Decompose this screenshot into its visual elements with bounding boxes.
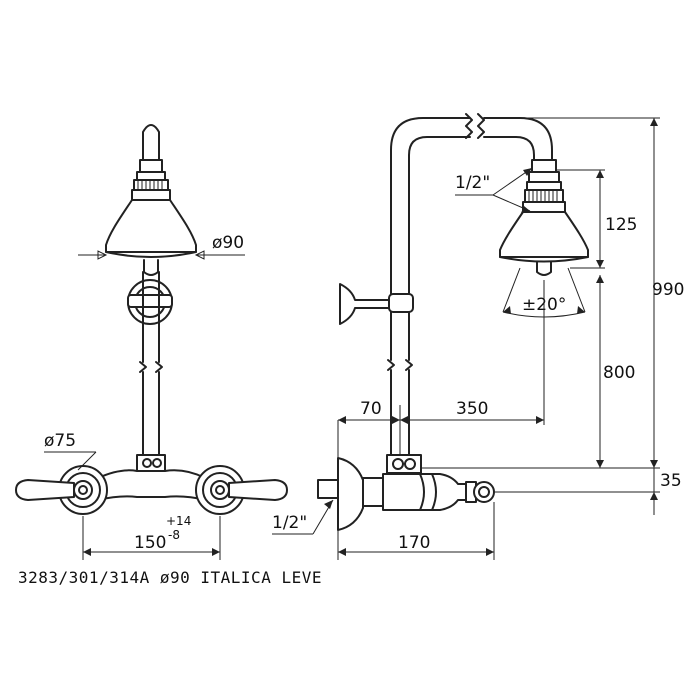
front-nut-2	[136, 171, 166, 181]
side-slider	[388, 293, 414, 313]
front-nut-1	[139, 159, 163, 173]
front-top-stub	[142, 124, 160, 161]
dim-inlet-thread: 1/2"	[272, 513, 307, 533]
side-inlet-stub	[317, 479, 339, 499]
front-mixer-body	[97, 469, 206, 501]
side-riser-outer	[390, 117, 471, 456]
dim-tolerance-minus: -8	[168, 528, 180, 542]
side-handle-knob	[473, 481, 495, 503]
side-nut-1	[531, 159, 557, 173]
side-wall-flange	[337, 457, 364, 531]
side-nut-3	[526, 181, 562, 191]
dim-wall-to-pipe: 70	[360, 399, 382, 419]
model-caption: 3283/301/314A ø90 ITALICA LEVE	[18, 568, 322, 587]
dim-head-thread: 1/2"	[455, 173, 490, 193]
front-knurl-ring	[133, 179, 169, 191]
side-view	[317, 113, 589, 531]
front-dimensions: ø90 ø75 150 +14 -8	[44, 233, 245, 560]
side-wall-bracket	[339, 283, 393, 325]
dim-projection: 350	[456, 399, 488, 419]
front-left-lever	[15, 479, 75, 501]
dim-tolerance-plus: +14	[166, 514, 191, 528]
dim-inlet-offset: 35	[660, 471, 682, 491]
dim-arm-height: 800	[603, 363, 635, 383]
front-collar	[131, 189, 171, 201]
dim-head-diameter: ø90	[212, 233, 244, 253]
side-mixer-neck	[362, 477, 384, 507]
side-riser-inner	[408, 136, 471, 456]
front-view	[15, 124, 288, 515]
dim-center-distance: 150	[134, 533, 166, 553]
side-dimensions: 1/2" 125 990 ±20° 800 70	[272, 117, 684, 560]
dim-total-height: 990	[652, 280, 684, 300]
side-shower-head	[499, 211, 589, 263]
front-right-lever	[228, 479, 288, 501]
side-nut-2	[528, 171, 560, 183]
dim-valve-diameter: ø75	[44, 431, 76, 451]
dim-body-depth: 170	[398, 533, 430, 553]
front-bracket	[127, 294, 173, 308]
front-shower-head	[105, 199, 197, 258]
dim-head-height: 125	[605, 215, 637, 235]
